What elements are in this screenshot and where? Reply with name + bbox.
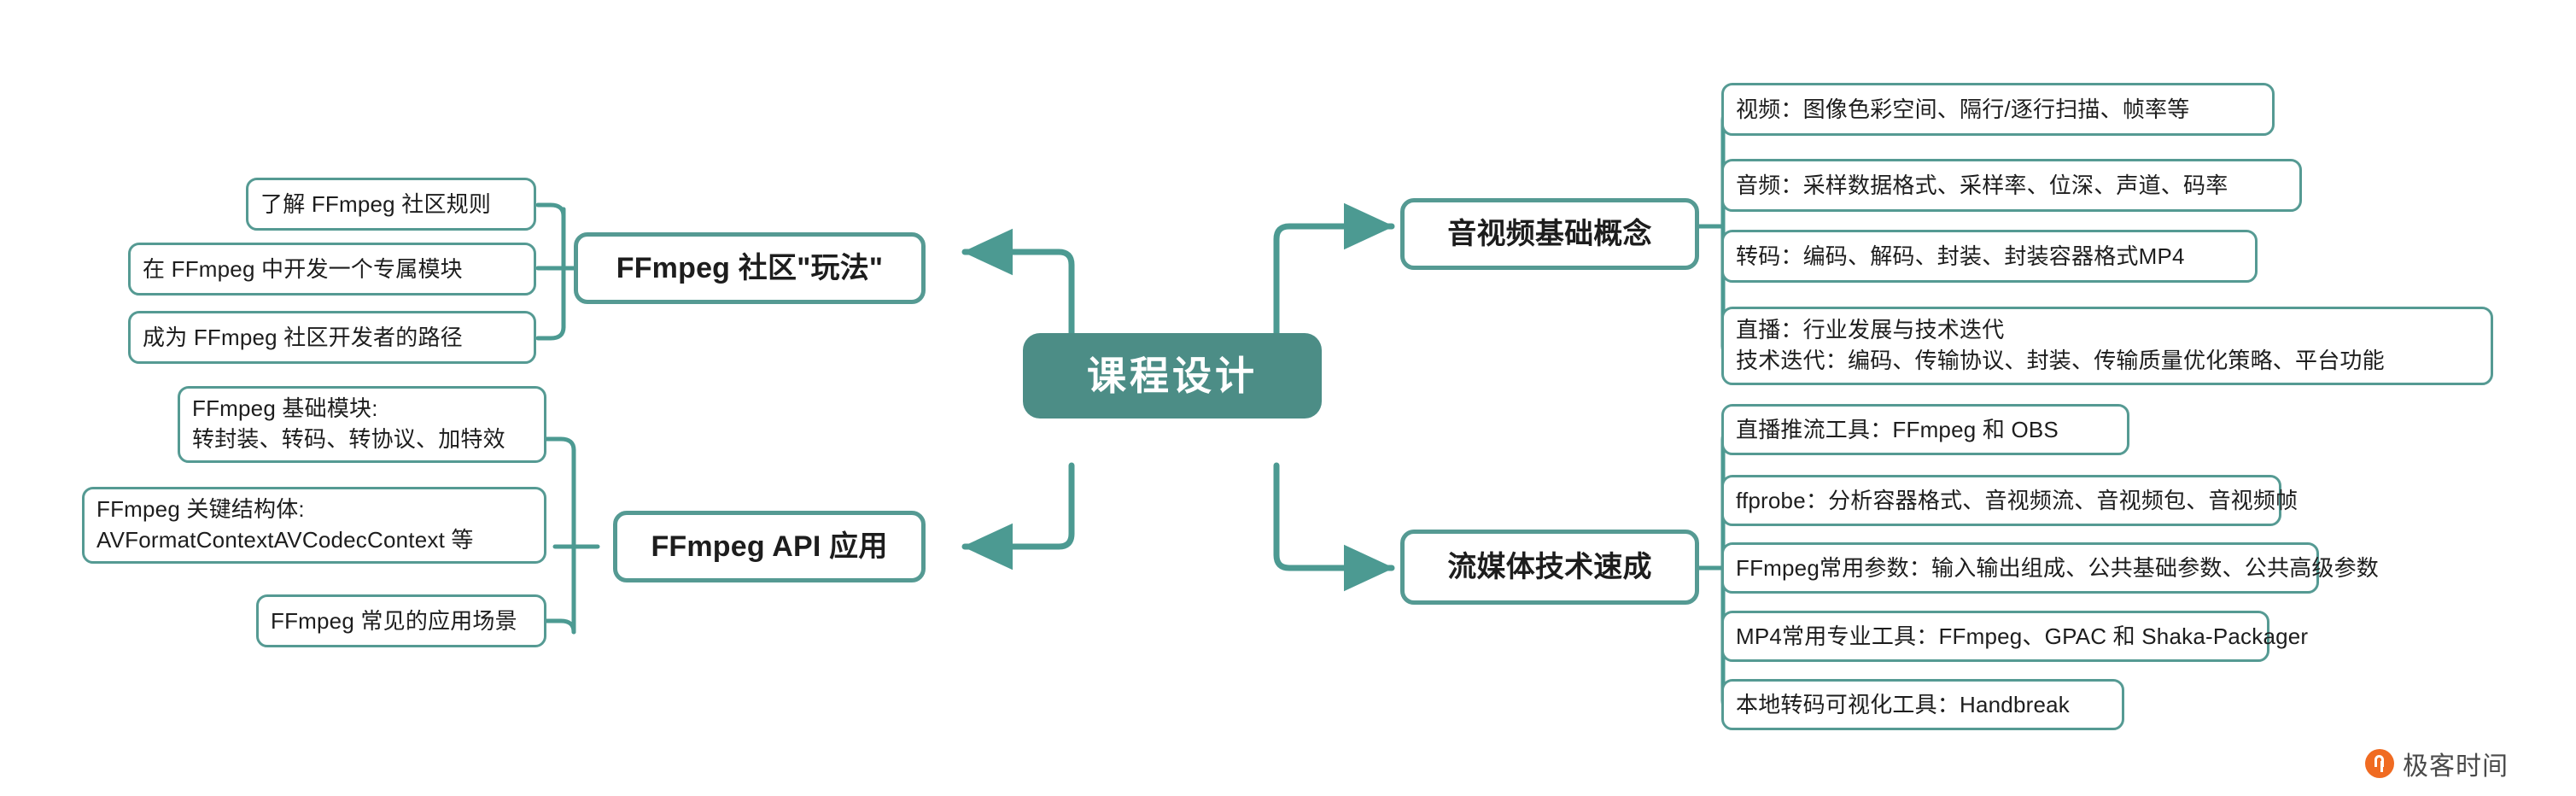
- branch-node-label: 音视频基础概念: [1447, 217, 1652, 250]
- branch-node-ffmpeg-community[interactable]: FFmpeg 社区"玩法": [574, 232, 926, 304]
- branch-node-streaming-crash-course[interactable]: 流媒体技术速成: [1400, 530, 1699, 605]
- leaf-node-label: 视频：图像色彩空间、隔行/逐行扫描、帧率等: [1736, 96, 2190, 122]
- leaf-node-become-developer[interactable]: 成为 FFmpeg 社区开发者的路径: [128, 311, 536, 364]
- branch-node-label: FFmpeg API 应用: [651, 530, 888, 563]
- leaf-node-label: 转码：编码、解码、封装、封装容器格式MP4: [1736, 243, 2185, 269]
- leaf-node-develop-module[interactable]: 在 FFmpeg 中开发一个专属模块: [128, 243, 536, 296]
- branch-node-label: 流媒体技术速成: [1447, 550, 1652, 583]
- leaf-node-community-rules[interactable]: 了解 FFmpeg 社区规则: [246, 178, 536, 231]
- leaf-node-local-transcode-tool[interactable]: 本地转码可视化工具：Handbreak: [1721, 679, 2124, 730]
- root-node-label: 课程设计: [1087, 353, 1258, 398]
- leaf-node-label: 本地转码可视化工具：Handbreak: [1736, 691, 2070, 717]
- watermark-label: 极客时间: [2403, 752, 2509, 781]
- leaf-node-ffmpeg-params[interactable]: FFmpeg常用参数：输入输出组成、公共基础参数、公共高级参数: [1721, 542, 2379, 594]
- leaf-node-key-structs[interactable]: FFmpeg 关键结构体: AVFormatContextAVCodecCont…: [82, 487, 546, 564]
- leaf-node-label: ffprobe：分析容器格式、音视频流、音视频包、音视频帧: [1736, 487, 2299, 513]
- leaf-node-basic-modules[interactable]: FFmpeg 基础模块: 转封装、转码、转协议、加特效: [178, 386, 546, 463]
- leaf-node-label: 直播：行业发展与技术迭代 技术迭代：编码、传输协议、封装、传输质量优化策略、平台…: [1736, 317, 2385, 373]
- leaf-node-label: 成为 FFmpeg 社区开发者的路径: [143, 324, 463, 350]
- leaf-node-label: FFmpeg常用参数：输入输出组成、公共基础参数、公共高级参数: [1736, 554, 2380, 581]
- leaf-node-label: FFmpeg 基础模块: 转封装、转码、转协议、加特效: [192, 395, 505, 452]
- geektime-logo-icon: [2365, 749, 2394, 778]
- leaf-node-push-tools[interactable]: 直播推流工具：FFmpeg 和 OBS: [1721, 404, 2129, 455]
- leaf-node-label: 直播推流工具：FFmpeg 和 OBS: [1736, 416, 2059, 442]
- leaf-node-label: 了解 FFmpeg 社区规则: [260, 190, 492, 217]
- leaf-node-label: 音频：采样数据格式、采样率、位深、声道、码率: [1736, 172, 2228, 198]
- leaf-node-live-streaming-concepts[interactable]: 直播：行业发展与技术迭代 技术迭代：编码、传输协议、封装、传输质量优化策略、平台…: [1721, 307, 2493, 385]
- branch-node-av-basics[interactable]: 音视频基础概念: [1400, 198, 1699, 270]
- leaf-node-transcode-concepts[interactable]: 转码：编码、解码、封装、封装容器格式MP4: [1721, 230, 2258, 283]
- leaf-node-label: 在 FFmpeg 中开发一个专属模块: [143, 255, 463, 282]
- leaf-node-video-concepts[interactable]: 视频：图像色彩空间、隔行/逐行扫描、帧率等: [1721, 83, 2275, 136]
- leaf-node-ffprobe[interactable]: ffprobe：分析容器格式、音视频流、音视频包、音视频帧: [1721, 475, 2298, 526]
- watermark-geektime: 极客时间: [2365, 745, 2509, 782]
- leaf-node-label: MP4常用专业工具：FFmpeg、GPAC 和 Shaka-Packager: [1736, 623, 2309, 649]
- branch-node-ffmpeg-api[interactable]: FFmpeg API 应用: [613, 511, 926, 582]
- root-node-course-design[interactable]: 课程设计: [1023, 333, 1322, 418]
- leaf-node-label: FFmpeg 常见的应用场景: [271, 607, 517, 634]
- leaf-node-common-scenarios[interactable]: FFmpeg 常见的应用场景: [256, 594, 546, 647]
- leaf-node-label: FFmpeg 关键结构体: AVFormatContextAVCodecCont…: [96, 496, 474, 553]
- branch-node-label: FFmpeg 社区"玩法": [616, 251, 884, 284]
- leaf-node-mp4-tools[interactable]: MP4常用专业工具：FFmpeg、GPAC 和 Shaka-Packager: [1721, 611, 2308, 662]
- leaf-node-audio-concepts[interactable]: 音频：采样数据格式、采样率、位深、声道、码率: [1721, 159, 2302, 212]
